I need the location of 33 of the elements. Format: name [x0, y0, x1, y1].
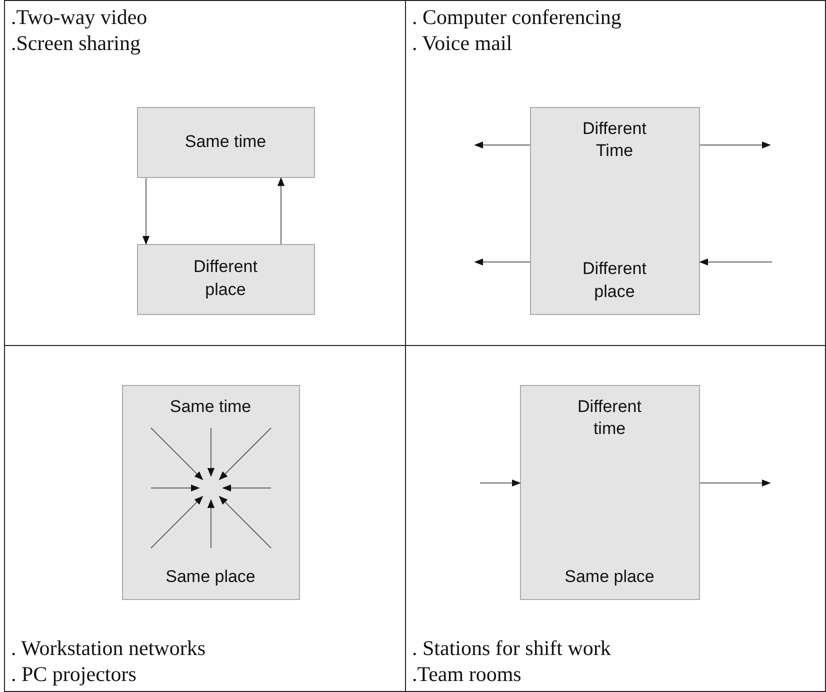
quadrant-panel: [4, 0, 406, 346]
box-label: Same place: [166, 566, 256, 588]
concept-box: [530, 106, 700, 314]
box-label: Different Time: [582, 118, 648, 162]
list-item: .Two-way video: [11, 5, 148, 30]
arrow: [277, 177, 285, 244]
arrow: [700, 479, 771, 487]
quadrant-panel: [405, 345, 826, 692]
concept-box: [520, 384, 700, 600]
list-item: . Workstation networks: [11, 636, 206, 661]
box-label: Same time: [168, 396, 252, 418]
quadrant-panel: [405, 0, 826, 346]
quadrant-panel: [4, 345, 406, 692]
arrow: [474, 141, 530, 149]
concept-box: [122, 384, 300, 600]
list-item: .Team rooms: [412, 662, 522, 687]
list-item: . Voice mail: [412, 31, 512, 56]
arrow: [474, 258, 530, 266]
arrow: [142, 178, 150, 245]
concept-box: [136, 244, 314, 314]
box-label: Different place: [582, 258, 648, 303]
list-item: . Stations for shift work: [412, 636, 611, 661]
box-label: Different place: [192, 256, 258, 301]
box-label: Same place: [564, 566, 654, 588]
list-item: .Screen sharing: [11, 31, 140, 56]
arrow: [700, 141, 771, 149]
arrow: [480, 479, 521, 487]
arrow: [699, 258, 772, 266]
list-item: . PC projectors: [11, 662, 136, 687]
list-item: . Computer conferencing: [412, 5, 622, 30]
box-label: Different time: [576, 396, 642, 440]
concept-box: [136, 106, 314, 178]
box-label: Same time: [184, 130, 268, 153]
